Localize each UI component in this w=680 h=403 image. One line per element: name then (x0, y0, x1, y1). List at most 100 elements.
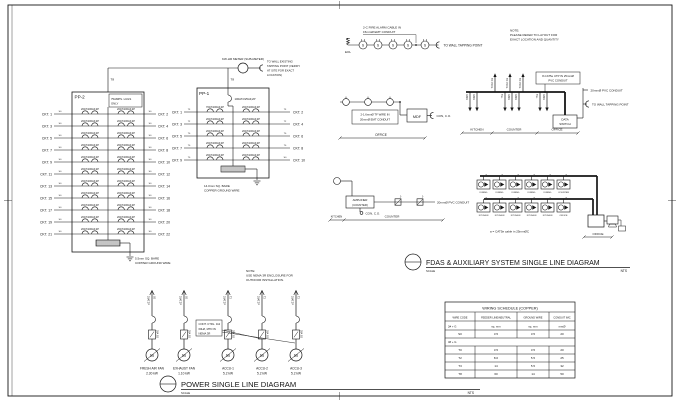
pp1-circuit-label: CKT. 1 (172, 110, 182, 114)
breaker-rating: 20AT/100AF,2P (81, 107, 99, 111)
data-switch-label-2: SWITCH (559, 122, 570, 126)
wire-line (342, 218, 346, 222)
symbol-box (587, 214, 605, 228)
fdas-eol-label: EOL (345, 50, 351, 54)
pos-arrow-label: TO P.O.S. (518, 78, 521, 89)
cctv-office-dim: OFFICE (593, 232, 604, 236)
junction-dot (399, 101, 401, 103)
symbol-circle (542, 181, 548, 188)
pp1-name: PP-1 (199, 91, 210, 96)
pp2-circuit-label: CKT. 3 (42, 124, 52, 128)
symbol-path (117, 146, 135, 151)
symbol-box (7, 4, 673, 397)
symbol-path (151, 315, 156, 324)
wire-line (490, 131, 494, 135)
sheet-frame (4, 1, 676, 400)
breaker-rating: 20AT/100AF,2P (242, 141, 260, 145)
table-cell: 3.5 (531, 348, 536, 352)
camera-location-label: KITCHEN (543, 215, 553, 217)
pp2-circuit-label: CKT. 18 (158, 208, 170, 212)
aux-title-scale-label: SCALE (426, 269, 435, 273)
pp2-busbar (95, 239, 121, 247)
tel-utp-note-0: 8-CAT5e UTP IN 25mmØ (542, 74, 574, 78)
symbol-path (117, 230, 135, 235)
symbol-path (117, 134, 135, 139)
cable-tag: a (518, 197, 520, 199)
junction-dot (415, 44, 417, 46)
symbol-path (242, 120, 260, 125)
wire-line (175, 348, 193, 362)
motor-symbol: M (182, 353, 186, 358)
symbol-path (532, 182, 537, 187)
symbol-box (148, 329, 156, 340)
wire-tag: S0 (149, 183, 152, 185)
symbol-circle (542, 204, 548, 211)
meter-label: KW-HR METER (SUB-METER) (222, 57, 264, 61)
fdas-cable-note-0: 2-C FIRE ALARM CABLE IN (363, 26, 401, 30)
symbol-path (503, 107, 507, 112)
outlet-tag: DATA (514, 94, 517, 100)
wire-tag: T0 (284, 145, 287, 147)
breaker-rating: 20AT/100AF,2P (206, 129, 224, 133)
pp2-circuit-label: CKT. 17 (40, 208, 52, 212)
fdas-note-0: NOTE: (510, 29, 519, 33)
breaker-rating: 20AT/100AF,2P (81, 119, 99, 123)
symbol-path (538, 107, 542, 112)
symbol-path (242, 156, 260, 161)
cable-tag: a (534, 197, 536, 199)
load-kw: 5.2 kW (223, 371, 233, 375)
symbol-path (516, 182, 521, 187)
power-note-1: USE NEMA 3R ENCLOSURE FOR (246, 274, 294, 278)
pa-conduit-label: 20mmØ PVC CONDUIT (437, 201, 469, 205)
symbol-path (564, 205, 569, 210)
pp2-circuit-label: CKT. 20 (158, 220, 170, 224)
aux-title-scale-value: NTS (621, 269, 627, 273)
breaker-rating: 20AT/100AF,2P (81, 167, 99, 171)
pp2-circuit-label: CKT. 2 (158, 112, 168, 116)
breaker-rating: 20AT/100AF,2P (81, 227, 99, 231)
symbol-circle (494, 181, 500, 188)
table-cell: 5.5 (531, 364, 536, 368)
wire-tag: T0 (188, 157, 191, 159)
branch-breaker-label: 20AT,2P (256, 296, 259, 305)
table-cell: 50 (560, 372, 564, 376)
symbol-box (416, 198, 424, 206)
tel-utp-note-1: PVC CONDUIT (548, 79, 568, 83)
symbol-circle (358, 40, 368, 50)
tel-wire-note-0: 2-1.6mmØ TF WIRE IN (360, 113, 389, 117)
load-name: EXHAUST FAN (173, 367, 196, 371)
camera-location-label: DINING (528, 192, 536, 194)
load-kw: 1.10 kW (178, 371, 190, 375)
wire-tag: S0 (149, 219, 152, 221)
cable-tag: a (486, 174, 488, 176)
tel-mdf-label: MDF (413, 115, 422, 119)
wire-line (287, 348, 305, 362)
breaker-rating: 20AT/100AF,2P (81, 131, 99, 135)
cctv-section: aDININGaDININGaDININGaDININGaDININGaCOUN… (404, 174, 630, 271)
pp1-circuit-label: CKT. 5 (172, 134, 182, 138)
breaker-rating: 20AT/100AF,2P (117, 227, 135, 231)
cable-tag: a (550, 174, 552, 176)
symbol-box (345, 195, 375, 209)
symbol-path (227, 94, 232, 103)
branch-wire-tag: S0 (184, 296, 187, 300)
symbol-path (429, 111, 434, 120)
symbol-path (206, 156, 224, 161)
cable-tag: a (502, 174, 504, 176)
breaker-rating: 20AT/100AF,2P (81, 179, 99, 183)
wire-line (225, 331, 231, 338)
symbol-path (435, 41, 440, 49)
power-ctrl-note-1: 60HZ, MTD IN (199, 327, 216, 331)
breaker-rating: 20AT/100AF,2P (117, 167, 135, 171)
table-cell: 5.5 (531, 356, 536, 360)
outlet-tag: DATA (542, 94, 545, 100)
symbol-path (517, 107, 521, 112)
wire-line (328, 218, 332, 222)
data-dim-kitchen: KITCHEN (470, 128, 483, 132)
symbol-circle (364, 98, 372, 106)
table-subheader: 2# + G (448, 324, 456, 328)
wire-line (219, 348, 237, 362)
pp2-circuit-label: CKT. 15 (40, 196, 52, 200)
pp1-circuit-label: CKT. 9 (172, 158, 182, 162)
